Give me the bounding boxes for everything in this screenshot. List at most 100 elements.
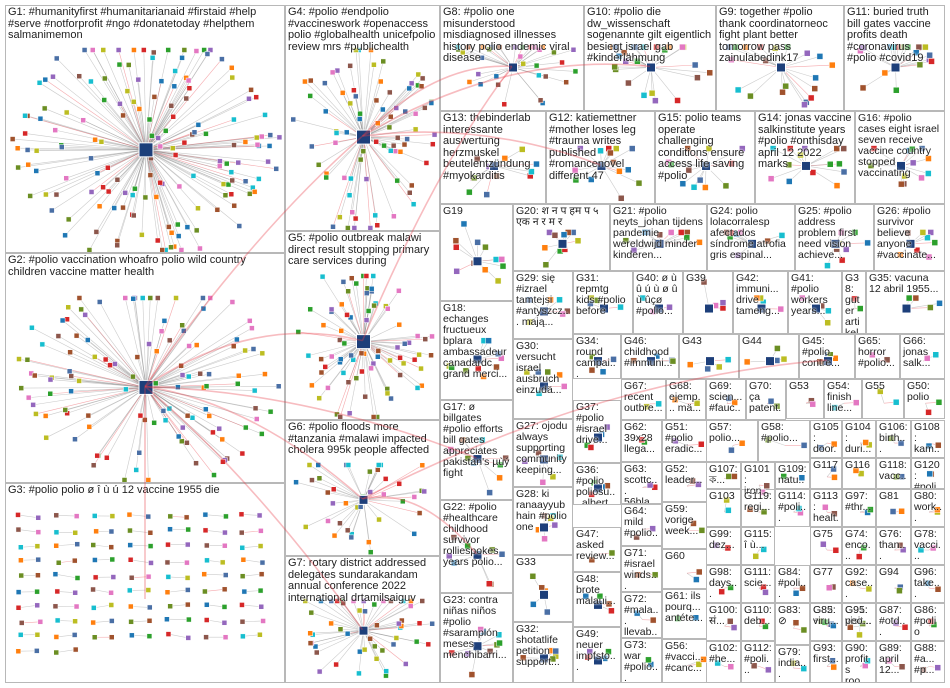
node[interactable] — [337, 214, 343, 220]
node[interactable] — [824, 262, 831, 269]
node[interactable] — [493, 73, 500, 80]
node[interactable] — [357, 504, 364, 510]
node[interactable] — [925, 442, 933, 450]
node[interactable] — [235, 159, 242, 166]
node[interactable] — [689, 477, 696, 485]
node[interactable] — [112, 361, 118, 367]
node[interactable] — [236, 223, 243, 229]
node[interactable] — [838, 256, 846, 264]
node[interactable] — [206, 413, 213, 419]
node[interactable] — [383, 668, 389, 674]
node[interactable] — [262, 112, 268, 118]
node[interactable] — [838, 229, 845, 236]
node[interactable] — [406, 189, 413, 196]
node[interactable] — [307, 630, 313, 636]
node[interactable] — [397, 372, 403, 378]
node[interactable] — [715, 363, 723, 371]
node[interactable] — [234, 336, 240, 343]
node[interactable] — [485, 337, 492, 344]
node[interactable] — [109, 513, 116, 519]
hub-node[interactable] — [539, 381, 549, 392]
hub-node[interactable] — [654, 303, 664, 314]
node[interactable] — [792, 619, 800, 626]
node[interactable] — [667, 161, 675, 168]
node[interactable] — [423, 160, 430, 166]
node[interactable] — [330, 224, 336, 230]
hub-node[interactable] — [596, 160, 607, 171]
node[interactable] — [200, 305, 207, 312]
node[interactable] — [705, 145, 713, 152]
node[interactable] — [346, 192, 353, 198]
node[interactable] — [599, 368, 607, 376]
node[interactable] — [206, 371, 212, 377]
node[interactable] — [373, 139, 379, 145]
node[interactable] — [714, 659, 721, 667]
node[interactable] — [181, 47, 188, 53]
node[interactable] — [480, 44, 486, 50]
node[interactable] — [925, 253, 933, 261]
node[interactable] — [166, 405, 173, 412]
node[interactable] — [90, 619, 96, 626]
node[interactable] — [481, 266, 489, 273]
node[interactable] — [530, 601, 537, 608]
node[interactable] — [393, 635, 400, 641]
node[interactable] — [345, 288, 351, 295]
node[interactable] — [129, 632, 135, 639]
node[interactable] — [171, 83, 178, 90]
node[interactable] — [337, 626, 344, 633]
node[interactable] — [247, 191, 253, 197]
node[interactable] — [207, 295, 213, 301]
node[interactable] — [731, 473, 738, 480]
node[interactable] — [85, 337, 91, 343]
node[interactable] — [128, 619, 134, 625]
node[interactable] — [905, 294, 913, 302]
node[interactable] — [328, 620, 334, 627]
node[interactable] — [241, 588, 248, 595]
node[interactable] — [276, 134, 283, 141]
node[interactable] — [762, 57, 769, 64]
node[interactable] — [800, 665, 808, 672]
node[interactable] — [108, 590, 114, 596]
node[interactable] — [78, 306, 84, 313]
node[interactable] — [339, 301, 345, 308]
node[interactable] — [898, 508, 905, 515]
node[interactable] — [356, 607, 363, 614]
node[interactable] — [859, 44, 867, 51]
node[interactable] — [262, 371, 268, 377]
node[interactable] — [375, 120, 381, 126]
node[interactable] — [727, 618, 734, 625]
node[interactable] — [920, 666, 927, 674]
node[interactable] — [94, 170, 101, 176]
node[interactable] — [824, 319, 831, 327]
node[interactable] — [743, 358, 751, 366]
node[interactable] — [338, 328, 345, 334]
node[interactable] — [925, 155, 932, 162]
node[interactable] — [356, 670, 362, 677]
node[interactable] — [257, 587, 264, 594]
node[interactable] — [719, 299, 727, 306]
node[interactable] — [128, 574, 135, 581]
node[interactable] — [535, 449, 542, 456]
hub-node[interactable] — [557, 238, 568, 249]
node[interactable] — [180, 424, 186, 431]
node[interactable] — [258, 528, 264, 534]
node[interactable] — [347, 63, 353, 69]
node[interactable] — [52, 571, 59, 577]
node[interactable] — [375, 353, 381, 360]
node[interactable] — [120, 112, 126, 119]
node[interactable] — [865, 585, 873, 593]
node[interactable] — [842, 246, 850, 253]
node[interactable] — [419, 598, 425, 604]
node[interactable] — [170, 145, 176, 151]
node[interactable] — [126, 62, 132, 68]
node[interactable] — [313, 649, 320, 656]
node[interactable] — [700, 278, 708, 286]
node[interactable] — [175, 433, 182, 440]
node[interactable] — [204, 51, 211, 57]
node[interactable] — [406, 85, 412, 92]
node[interactable] — [925, 170, 932, 177]
node[interactable] — [479, 55, 485, 61]
node[interactable] — [792, 590, 800, 597]
node[interactable] — [186, 343, 192, 349]
node[interactable] — [645, 656, 652, 664]
